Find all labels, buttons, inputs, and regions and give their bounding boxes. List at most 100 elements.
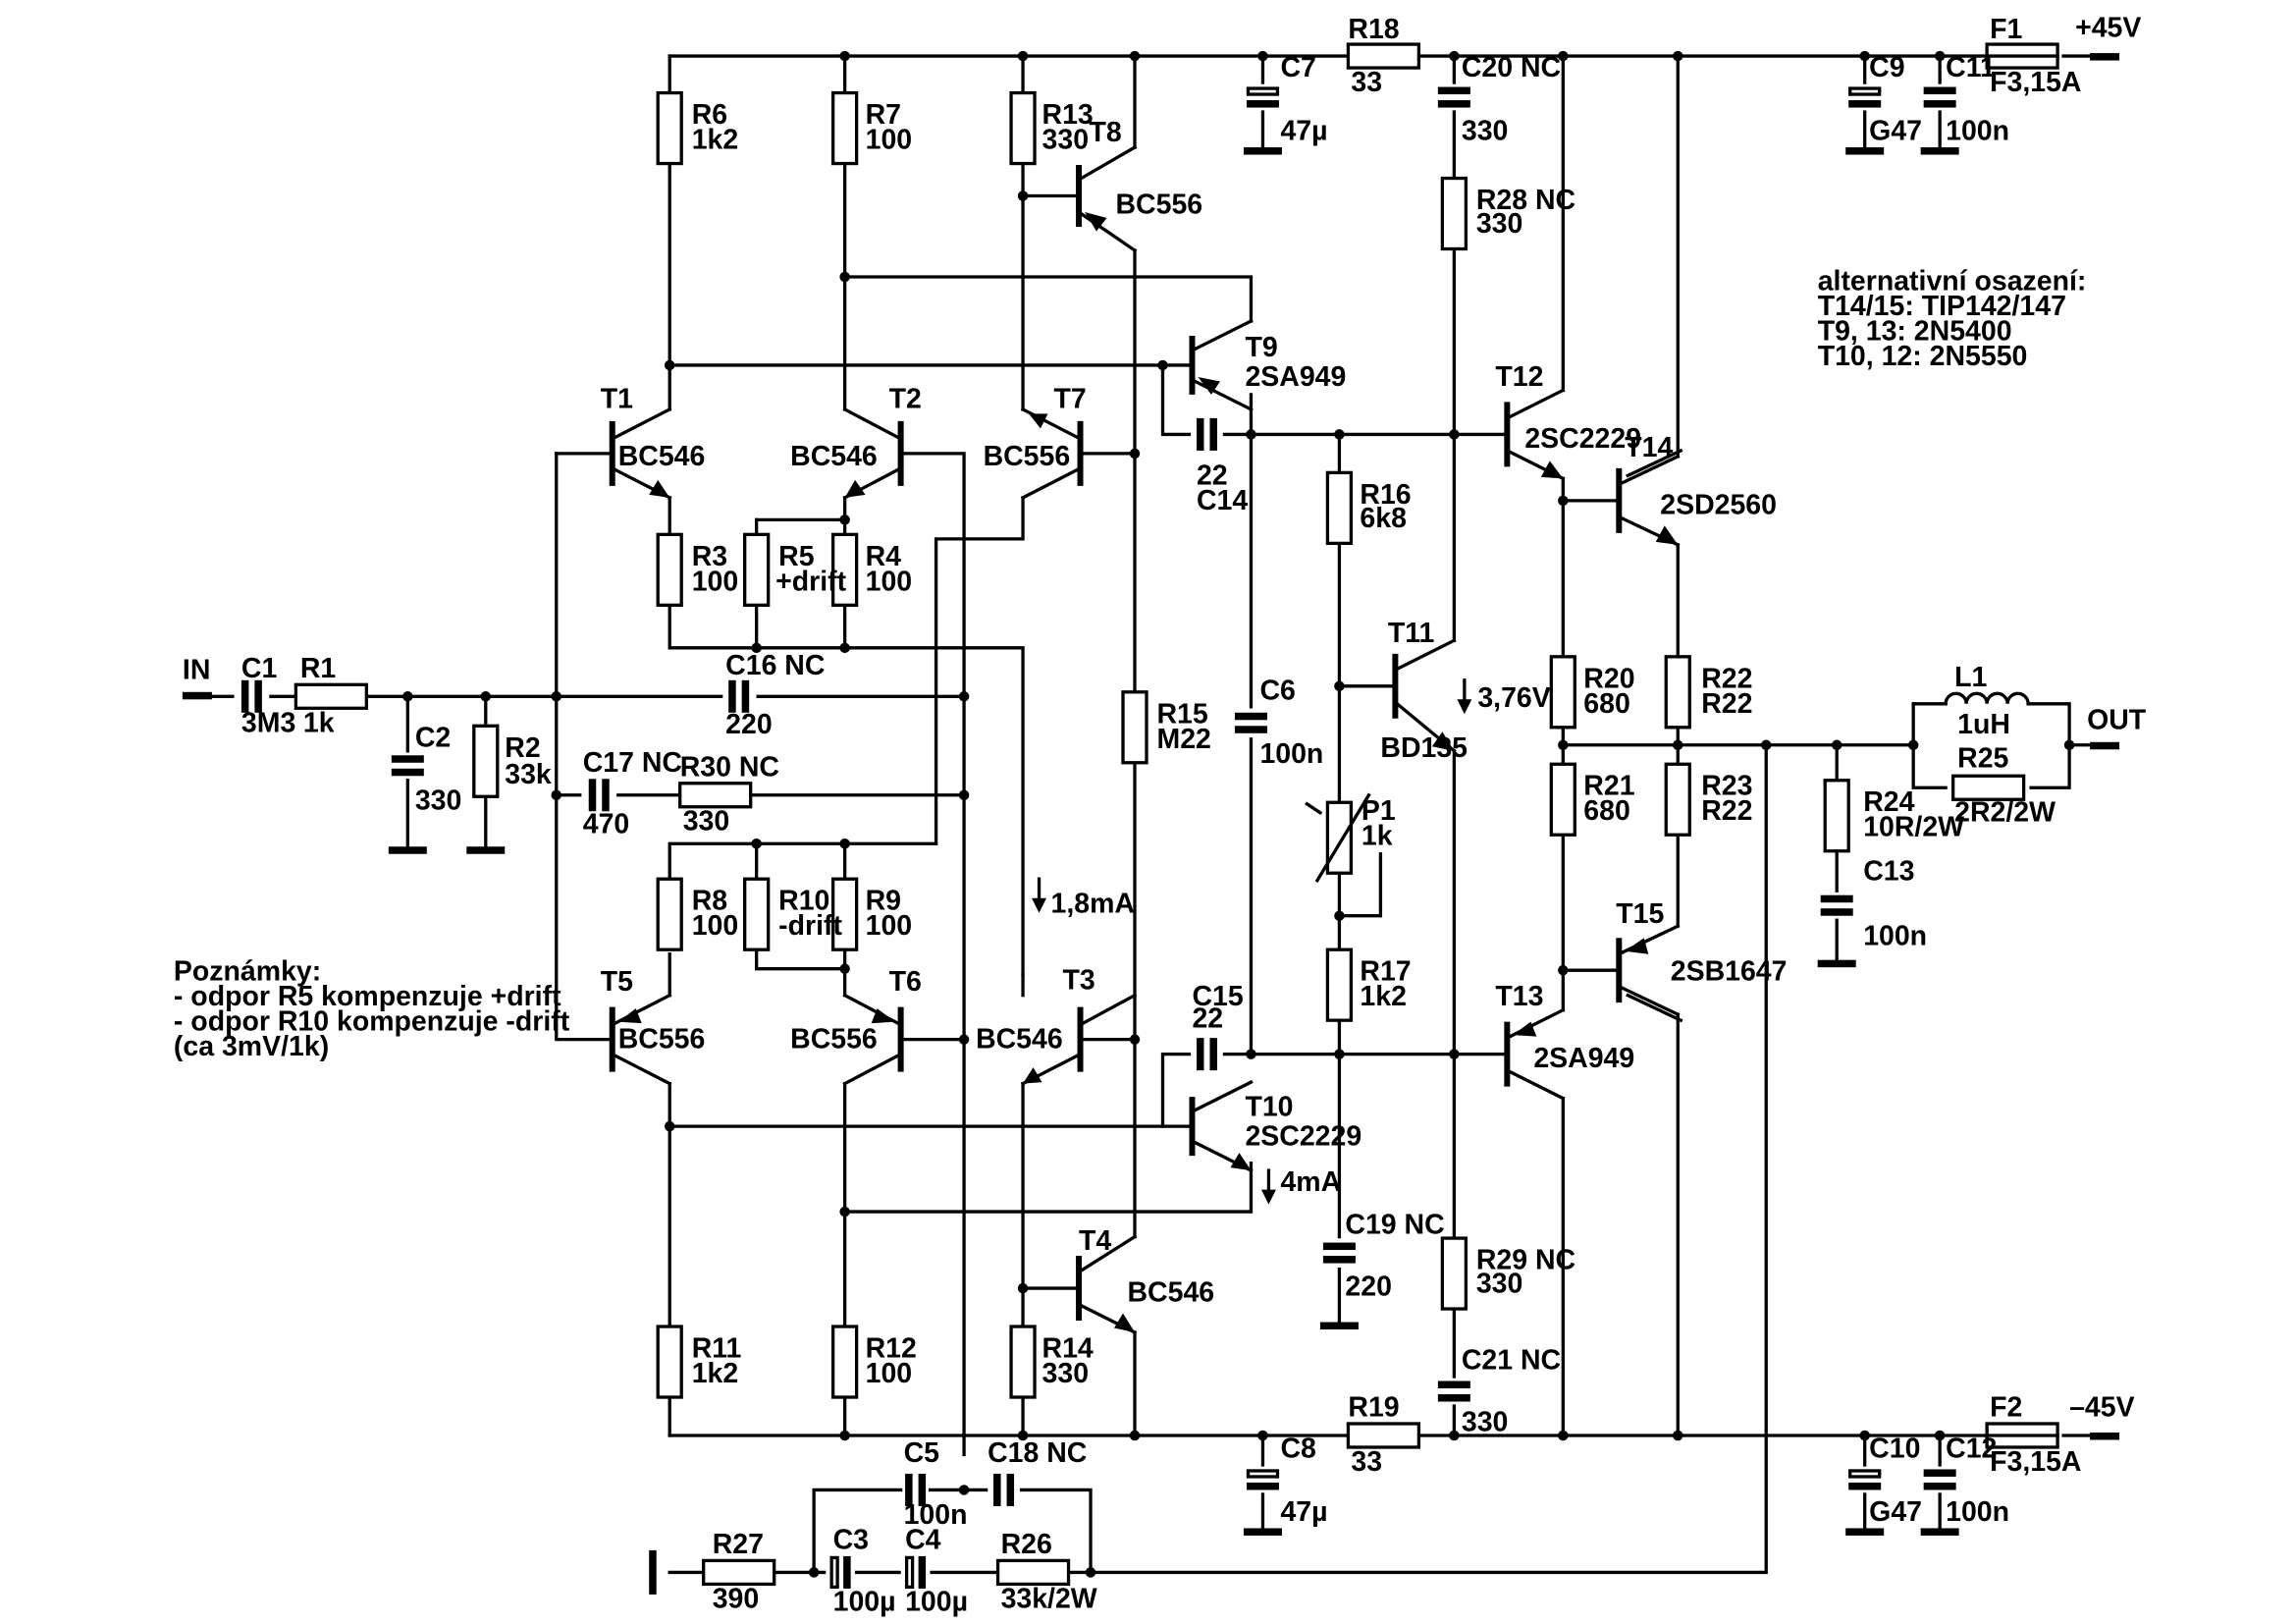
wires	[204, 54, 2092, 1575]
capacitor-C8	[1245, 1469, 1281, 1492]
label-c15-ref: C15	[1192, 981, 1243, 1012]
label-c19-value: 220	[1345, 1272, 1392, 1303]
label-t7-ref: T7	[1054, 383, 1087, 414]
label-r6-value: 1k2	[692, 125, 739, 156]
label-p1-value: 1k	[1362, 821, 1393, 852]
label-r24-value: 10R/2W	[1863, 812, 1964, 843]
label-r17-ref: R17	[1360, 956, 1411, 988]
label-t3-ref: T3	[1063, 965, 1095, 997]
transistor-T11	[1392, 638, 1457, 754]
label-c20-ref: C20 NC	[1462, 52, 1561, 83]
transistor-T9	[1189, 318, 1254, 412]
label-r21-value: 680	[1583, 795, 1629, 827]
label-r19-value: 33	[1351, 1446, 1382, 1478]
terminals	[182, 53, 2120, 1440]
label-r5-value: +drift	[775, 566, 846, 597]
label-r14-ref: R14	[1042, 1333, 1094, 1365]
resistor-R22	[1664, 655, 1691, 730]
label-r9-value: 100	[866, 910, 913, 942]
capacitor-C4	[904, 1554, 928, 1591]
transistor-T15	[1616, 924, 1683, 1023]
label-c2-value: 330	[415, 785, 462, 817]
label-r2-value: 33k	[505, 759, 552, 790]
label-r9-ref: R9	[866, 886, 901, 917]
label-c14-ref: C14	[1197, 485, 1248, 516]
label-r20-value: 680	[1583, 688, 1629, 720]
label-t3-type: BC546	[976, 1024, 1063, 1056]
label-r24-ref: R24	[1863, 786, 1914, 818]
label-t9-type: 2SA949	[1245, 361, 1346, 393]
capacitor-C17	[588, 779, 610, 812]
resistor-R3	[656, 532, 683, 607]
notes-line: - odpor R10 kompenzuje -drift	[174, 1006, 570, 1038]
resistor-R19	[1346, 1422, 1421, 1449]
label-r18-ref: R18	[1348, 14, 1399, 45]
label-t2-ref: T2	[889, 383, 922, 414]
label-r27-value: 390	[713, 1583, 759, 1614]
label-f1-value: F3,15A	[1990, 67, 2081, 98]
transistors	[609, 144, 1683, 1335]
potentiometer-P1	[1305, 792, 1371, 883]
capacitor-C18	[993, 1473, 1015, 1506]
label-t1-type: BC546	[618, 441, 706, 472]
label-r22-value: R22	[1701, 688, 1752, 720]
capacitor-C21	[1437, 1380, 1470, 1402]
label-r7-ref: R7	[866, 99, 901, 131]
label-r4-ref: R4	[866, 541, 902, 572]
label-c16-value: 220	[725, 709, 773, 740]
label-r1-value: 1k	[303, 707, 335, 738]
notes-line: - odpor R5 kompenzuje +drift	[174, 981, 561, 1012]
label-t4-ref: T4	[1079, 1225, 1111, 1257]
alternatives-title: alternativní osazení:	[1818, 265, 2087, 297]
resistor-R17	[1325, 947, 1354, 1022]
label-f1-ref: F1	[1990, 14, 2022, 45]
label-r3-value: 100	[692, 566, 739, 597]
resistor-R28	[1440, 176, 1468, 251]
label-r8-value: 100	[692, 910, 739, 942]
resistor-R29	[1440, 1236, 1468, 1311]
capacitor-C7	[1245, 86, 1281, 110]
label-c6-ref: C6	[1259, 675, 1295, 706]
label-r13-ref: R13	[1042, 99, 1094, 131]
label-r11-value: 1k2	[692, 1358, 739, 1389]
label-c18-ref: C18 NC	[988, 1437, 1087, 1469]
label-c20-value: 330	[1462, 116, 1509, 147]
label-c17-ref: C17 NC	[583, 747, 682, 779]
label-t15-type: 2SB1647	[1671, 956, 1788, 988]
resistor-R15	[1121, 690, 1148, 765]
label-r1-ref: R1	[300, 653, 337, 684]
capacitors	[240, 86, 1956, 1591]
resistor-R6	[656, 90, 683, 166]
resistor-R20	[1549, 655, 1576, 730]
capacitor-C14	[1196, 417, 1217, 451]
transistor-T4	[1076, 1234, 1138, 1335]
resistor-R11	[656, 1325, 683, 1399]
label-c19-ref: C19 NC	[1345, 1210, 1444, 1241]
label-t4-type: BC546	[1128, 1277, 1215, 1309]
label-t13-ref: T13	[1495, 981, 1543, 1012]
resistor-R23	[1664, 762, 1691, 837]
capacitor-C9	[1846, 86, 1883, 110]
label-r2-ref: R2	[505, 732, 540, 764]
label-c5-value: 100n	[904, 1499, 968, 1531]
label-r16-ref: R16	[1360, 479, 1411, 511]
label-c13-value: 100n	[1863, 921, 1927, 952]
label-t14-type: 2SD2560	[1660, 489, 1777, 520]
label-c21-value: 330	[1462, 1406, 1509, 1437]
label-c11-ref: C11	[1946, 52, 1996, 83]
label-r25-value: 2R2/2W	[1954, 797, 2056, 829]
junctions	[402, 50, 2075, 1578]
label-r28-ref: R28 NC	[1476, 185, 1575, 216]
label-c6-value: 100n	[1259, 738, 1323, 770]
label-c5-ref: C5	[904, 1437, 940, 1469]
label-r6-ref: R6	[692, 99, 727, 131]
label-r23-value: R22	[1701, 795, 1752, 827]
label-c13-ref: C13	[1863, 856, 1914, 888]
label-l1-ref: L1	[1954, 662, 1987, 693]
label-t12-type: 2SC2229	[1524, 423, 1641, 455]
label-f2-ref: F2	[1990, 1391, 2022, 1423]
label-r25-ref: R25	[1957, 742, 2008, 774]
label-c7-value: 47µ	[1280, 116, 1327, 147]
label-t8-type: BC556	[1116, 189, 1203, 221]
